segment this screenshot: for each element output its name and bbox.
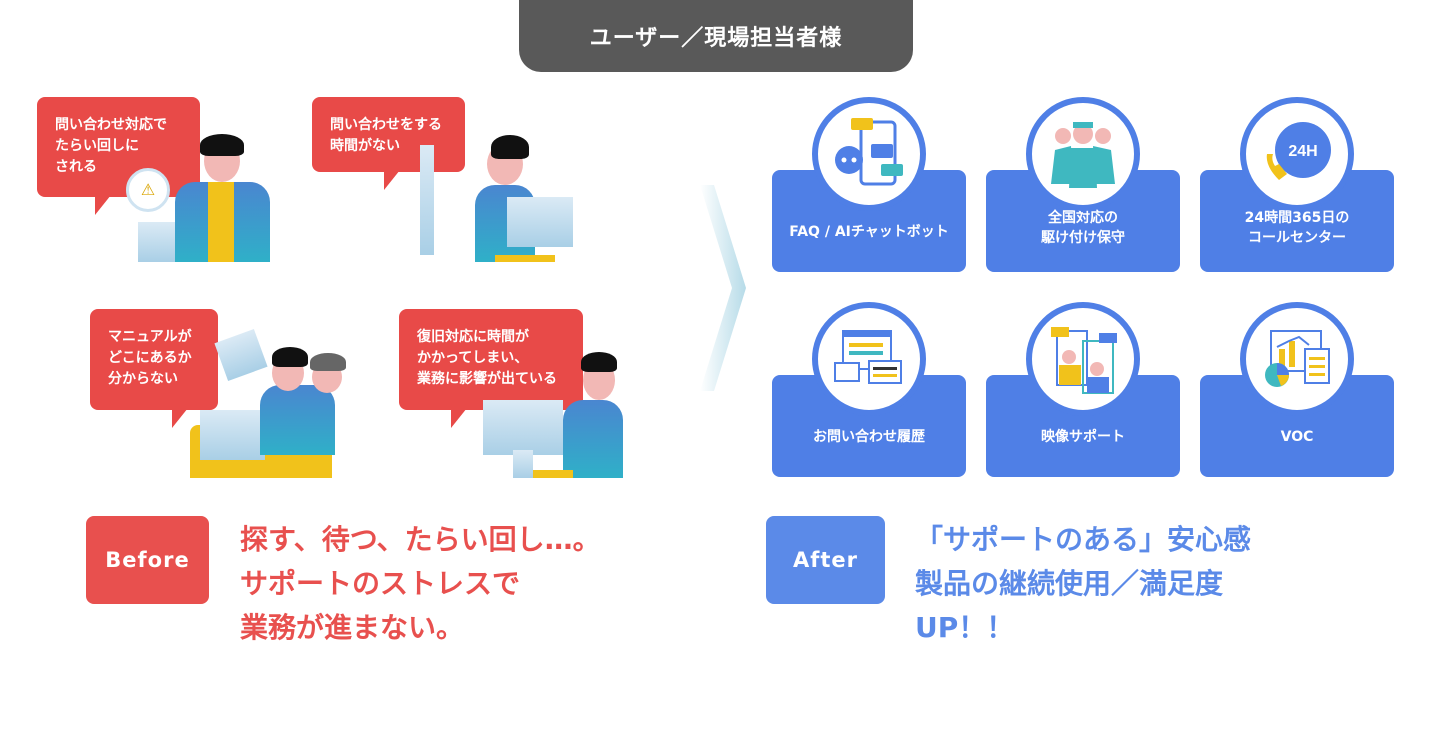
bubble-line: かかってしまい、	[417, 350, 529, 366]
bubble-line: どこにあるか	[108, 350, 192, 366]
bubble-line: 時間がない	[330, 138, 400, 154]
message-line: 探す、待つ、たらい回し…。	[240, 523, 601, 556]
bubble-line: 分からない	[108, 371, 178, 387]
message-line: UP！！	[915, 611, 1015, 644]
bubble-line: される	[55, 159, 97, 175]
warning-icon: ⚠	[126, 168, 170, 212]
24h-label: 24H	[1288, 143, 1317, 160]
woman-on-phone-illustration: ⚠	[120, 130, 290, 262]
audience-header: ユーザー／現場担当者様	[519, 0, 913, 72]
card-label: 全国対応の	[1048, 210, 1118, 226]
inquiry-history-icon	[812, 302, 926, 416]
card-label: お問い合わせ履歴	[813, 429, 925, 445]
bubble-line: マニュアルが	[108, 329, 192, 345]
searching-manual-illustration	[190, 325, 360, 478]
message-line: 製品の継続使用／満足度	[915, 567, 1224, 600]
after-badge: After	[766, 516, 885, 604]
card-label: FAQ / AIチャットボット	[789, 224, 949, 240]
bubble-line: たらい回しに	[55, 138, 139, 154]
voc-chart-icon	[1240, 302, 1354, 416]
speech-bubble: マニュアルが どこにあるか 分からない	[90, 309, 218, 428]
man-at-computer-illustration	[395, 125, 575, 262]
card-label: 24時間365日の	[1244, 210, 1350, 226]
before-label: Before	[105, 548, 190, 572]
chevron-right-icon	[700, 185, 746, 391]
field-staff-icon	[1026, 97, 1140, 211]
bubble-line: 復旧対応に時間が	[417, 329, 529, 345]
bubble-line: 業務に影響が出ている	[417, 371, 557, 387]
bubble-line: 問い合わせ対応で	[55, 117, 167, 133]
card-label: VOC	[1280, 429, 1314, 445]
card-label: コールセンター	[1248, 230, 1346, 246]
header-title: ユーザー／現場担当者様	[589, 26, 843, 51]
24h-phone-icon: 24H	[1240, 97, 1354, 211]
after-label: After	[792, 548, 859, 572]
after-message: 「サポートのある」安心感 製品の継続使用／満足度 UP！！	[915, 518, 1251, 650]
speech-bubble: 問い合わせをする 時間がない	[312, 97, 465, 190]
chatbot-icon	[812, 97, 926, 211]
message-line: サポートのストレスで	[240, 567, 521, 600]
before-badge: Before	[86, 516, 209, 604]
message-line: 「サポートのある」安心感	[915, 523, 1252, 556]
troubled-man-illustration	[483, 330, 643, 478]
before-message: 探す、待つ、たらい回し…。 サポートのストレスで 業務が進まない。	[240, 518, 601, 650]
card-label: 駆け付け保守	[1041, 230, 1125, 246]
speech-bubble: 問い合わせ対応で たらい回しに される	[37, 97, 200, 215]
message-line: 業務が進まない。	[240, 611, 465, 644]
speech-bubble: 復旧対応に時間が かかってしまい、 業務に影響が出ている	[399, 309, 583, 428]
video-support-icon	[1026, 302, 1140, 416]
card-label: 映像サポート	[1041, 429, 1125, 445]
bubble-line: 問い合わせをする	[330, 117, 442, 133]
